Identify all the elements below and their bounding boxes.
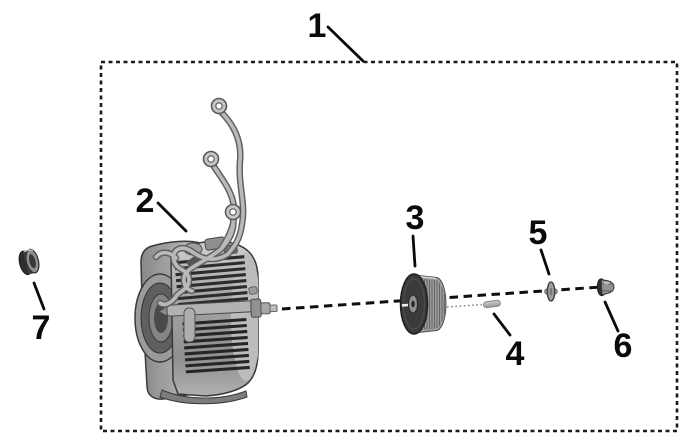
pin-body <box>483 299 501 309</box>
assembly-boundary-box <box>99 60 679 433</box>
nut-highlight <box>603 281 610 285</box>
wire <box>219 110 245 256</box>
motor-front-latch <box>183 307 196 343</box>
callout-7: 7 <box>32 281 51 347</box>
motor-rib-stud <box>158 305 168 317</box>
callout-6: 6 <box>603 300 633 365</box>
nut-body <box>600 279 615 296</box>
washer-center <box>549 287 553 296</box>
callout-4: 4 <box>492 312 525 373</box>
callout-3: 3 <box>406 199 425 268</box>
fin <box>185 365 250 374</box>
callout-5-leader <box>539 248 551 276</box>
callout-4-label: 4 <box>506 335 525 373</box>
pulley-center-hole <box>411 300 415 308</box>
callout-1: 1 <box>308 7 365 63</box>
motor-ring-terminals <box>202 97 242 221</box>
motor-upper-nub <box>248 286 258 295</box>
fin <box>182 323 247 332</box>
callout-6-leader <box>603 300 620 333</box>
motor-shaft-tip <box>269 304 278 313</box>
callouts: 1 2 3 4 5 6 7 <box>32 7 633 373</box>
fin <box>182 317 247 326</box>
fin <box>185 359 250 368</box>
callout-4-leader <box>492 312 512 337</box>
fin <box>176 279 247 289</box>
callout-5-label: 5 <box>529 214 548 252</box>
callout-3-leader <box>411 234 417 268</box>
motor-part <box>134 97 278 405</box>
fin <box>183 335 248 344</box>
motor-shaft-mid <box>260 302 271 315</box>
callout-1-label: 1 <box>308 7 327 45</box>
fin <box>175 273 246 283</box>
pin-axis-dotted-line <box>446 303 484 308</box>
callout-3-label: 3 <box>406 199 425 237</box>
callout-7-label: 7 <box>32 309 51 347</box>
spacer-ring-part <box>18 248 40 276</box>
fin <box>175 267 246 277</box>
nut-part <box>596 278 615 297</box>
spacer-ring-highlight <box>24 249 34 253</box>
fin <box>184 341 249 350</box>
motor-top-wedge <box>186 255 198 268</box>
pulley-part <box>399 273 447 335</box>
motor-feet <box>159 389 248 405</box>
callout-7-leader <box>32 281 46 311</box>
callout-2-label: 2 <box>136 182 155 220</box>
wire <box>182 247 223 293</box>
fin <box>177 290 248 301</box>
callout-1-leader <box>326 25 365 63</box>
ring-terminal-hole <box>229 208 237 216</box>
nut-facet-line <box>602 290 614 292</box>
fin <box>184 347 249 356</box>
callout-2: 2 <box>136 182 188 233</box>
callout-2-leader <box>156 201 188 233</box>
pin-part <box>483 299 501 309</box>
wire <box>154 250 178 260</box>
callout-6-label: 6 <box>614 327 633 365</box>
fin <box>184 353 249 362</box>
wire <box>158 296 177 307</box>
motor-shaft-base <box>250 298 262 318</box>
fin <box>183 329 248 338</box>
spacer-ring-hole <box>29 254 36 269</box>
ring-terminal-hole <box>215 102 223 110</box>
washer-part <box>544 281 558 302</box>
motor-shaft <box>250 298 278 318</box>
ring-terminal-hole <box>207 155 215 163</box>
motor-lower-fins <box>182 317 250 374</box>
callout-5: 5 <box>529 214 551 276</box>
